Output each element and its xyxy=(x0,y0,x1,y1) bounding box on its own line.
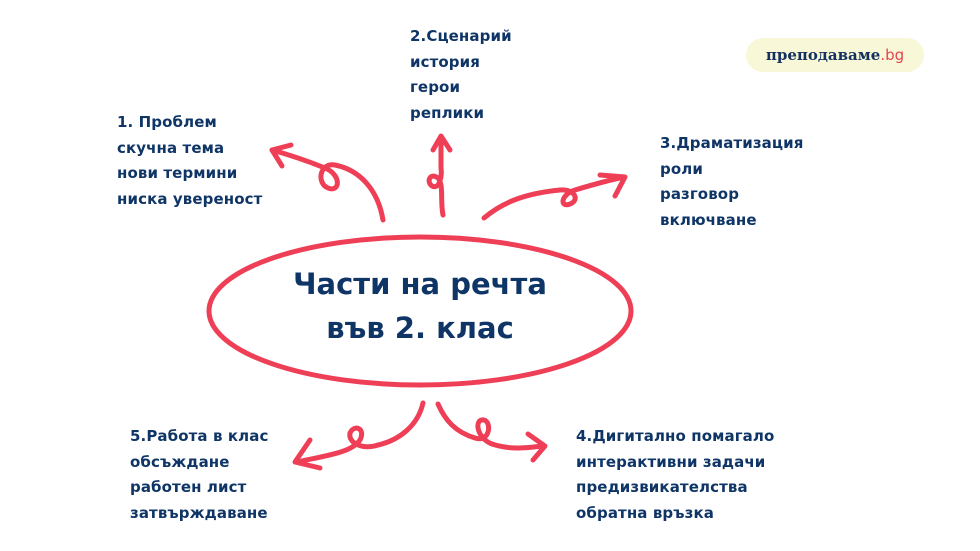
branch-item: роли xyxy=(660,159,703,178)
branch-2-scenario: 2.Сценарий история герои реплики xyxy=(410,24,512,126)
logo-name: преподаваме xyxy=(765,46,881,64)
branch-5-classwork: 5.Работа в клас обсъждане работен лист з… xyxy=(130,424,268,526)
branch-title: 2.Сценарий xyxy=(410,27,512,45)
arrow-icon-branch-1 xyxy=(269,142,386,223)
branch-item: герои xyxy=(410,78,461,96)
center-ellipse xyxy=(206,234,634,388)
branch-item: обратна връзка xyxy=(576,503,714,522)
branch-item: включване xyxy=(660,210,757,229)
logo-tld: .bg xyxy=(880,46,905,64)
branch-item: обсъждане xyxy=(130,452,230,471)
arrow-icon-branch-4 xyxy=(435,401,548,463)
branch-title: 3.Драматизация xyxy=(660,134,804,152)
arrow-icon-branch-2 xyxy=(426,133,453,218)
logo-badge[interactable]: преподаваме.bg xyxy=(746,38,924,72)
center-title-line-2: във 2. клас xyxy=(326,311,514,345)
arrow-icon-branch-5 xyxy=(292,400,426,471)
branch-item: интерактивни задачи xyxy=(576,452,766,471)
branch-3-dramatization: 3.Драматизация роли разговор включване xyxy=(660,131,803,233)
branch-item: нови термини xyxy=(117,164,238,182)
branch-item: реплики xyxy=(410,103,485,122)
branch-item: предизвикателства xyxy=(576,478,748,496)
branch-title: 1. Проблем xyxy=(117,113,217,131)
branch-item: затвърждаване xyxy=(130,503,268,522)
branch-item: ниска увереност xyxy=(117,189,263,208)
branch-4-digital-tool: 4.Дигитално помагало интерактивни задачи… xyxy=(576,424,774,526)
center-title-line-1: Части на речта xyxy=(293,267,547,301)
arrow-icon-branch-3 xyxy=(481,172,628,221)
branch-item: скучна тема xyxy=(117,138,225,157)
branch-item: разговор xyxy=(660,185,740,203)
branch-1-problem: 1. Проблем скучна тема нови термини ниск… xyxy=(117,110,262,212)
branch-item: работен лист xyxy=(130,478,247,496)
branch-title: 5.Работа в клас xyxy=(130,427,269,445)
branch-item: история xyxy=(410,52,480,71)
branch-title: 4.Дигитално помагало xyxy=(576,427,775,445)
center-topic: Части на речта във 2. клас xyxy=(208,262,632,350)
